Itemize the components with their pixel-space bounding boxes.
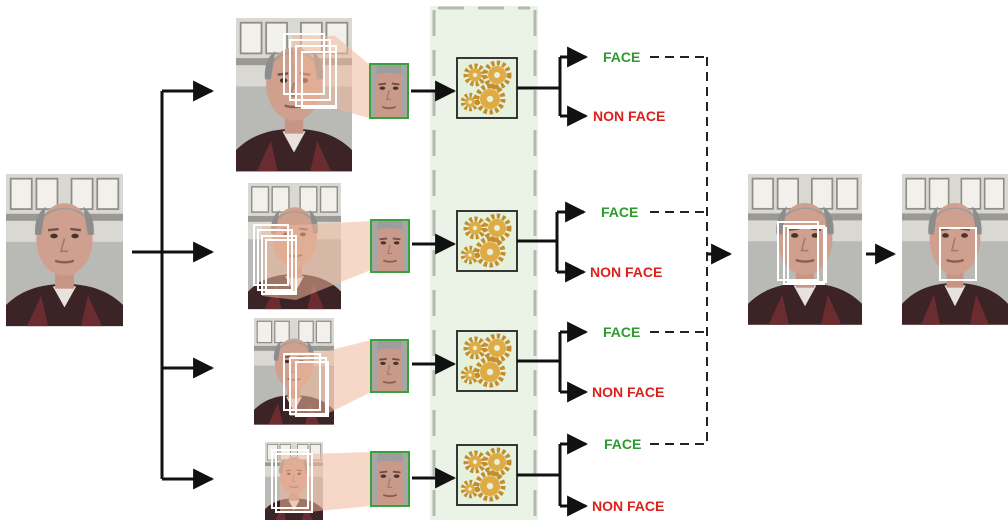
final-detection-image — [902, 174, 1008, 325]
classifier-2-gears-icon — [457, 211, 517, 271]
face-crop-2 — [371, 220, 409, 271]
classifier-3-gears-icon — [457, 331, 517, 391]
classifier-4-gears-icon — [457, 445, 517, 505]
non-face-label-4: NON FACE — [592, 498, 664, 514]
input-image — [6, 174, 123, 326]
classifier-1-gears-icon — [457, 58, 517, 118]
face-label-4: FACE — [604, 436, 641, 452]
non-face-label-3: NON FACE — [592, 384, 664, 400]
face-crop-3 — [371, 340, 408, 392]
face-crop-1 — [370, 64, 408, 118]
non-face-label-1: NON FACE — [593, 108, 665, 124]
face-label-1: FACE — [603, 49, 640, 65]
window-projection-2 — [262, 221, 371, 300]
window-projection-4 — [280, 452, 371, 512]
non-face-label-2: NON FACE — [590, 264, 662, 280]
branch-arrows — [132, 91, 212, 479]
face-label-3: FACE — [603, 324, 640, 340]
merged-detections-image — [748, 174, 862, 325]
face-crop-4 — [371, 452, 409, 506]
face-label-2: FACE — [601, 204, 638, 220]
